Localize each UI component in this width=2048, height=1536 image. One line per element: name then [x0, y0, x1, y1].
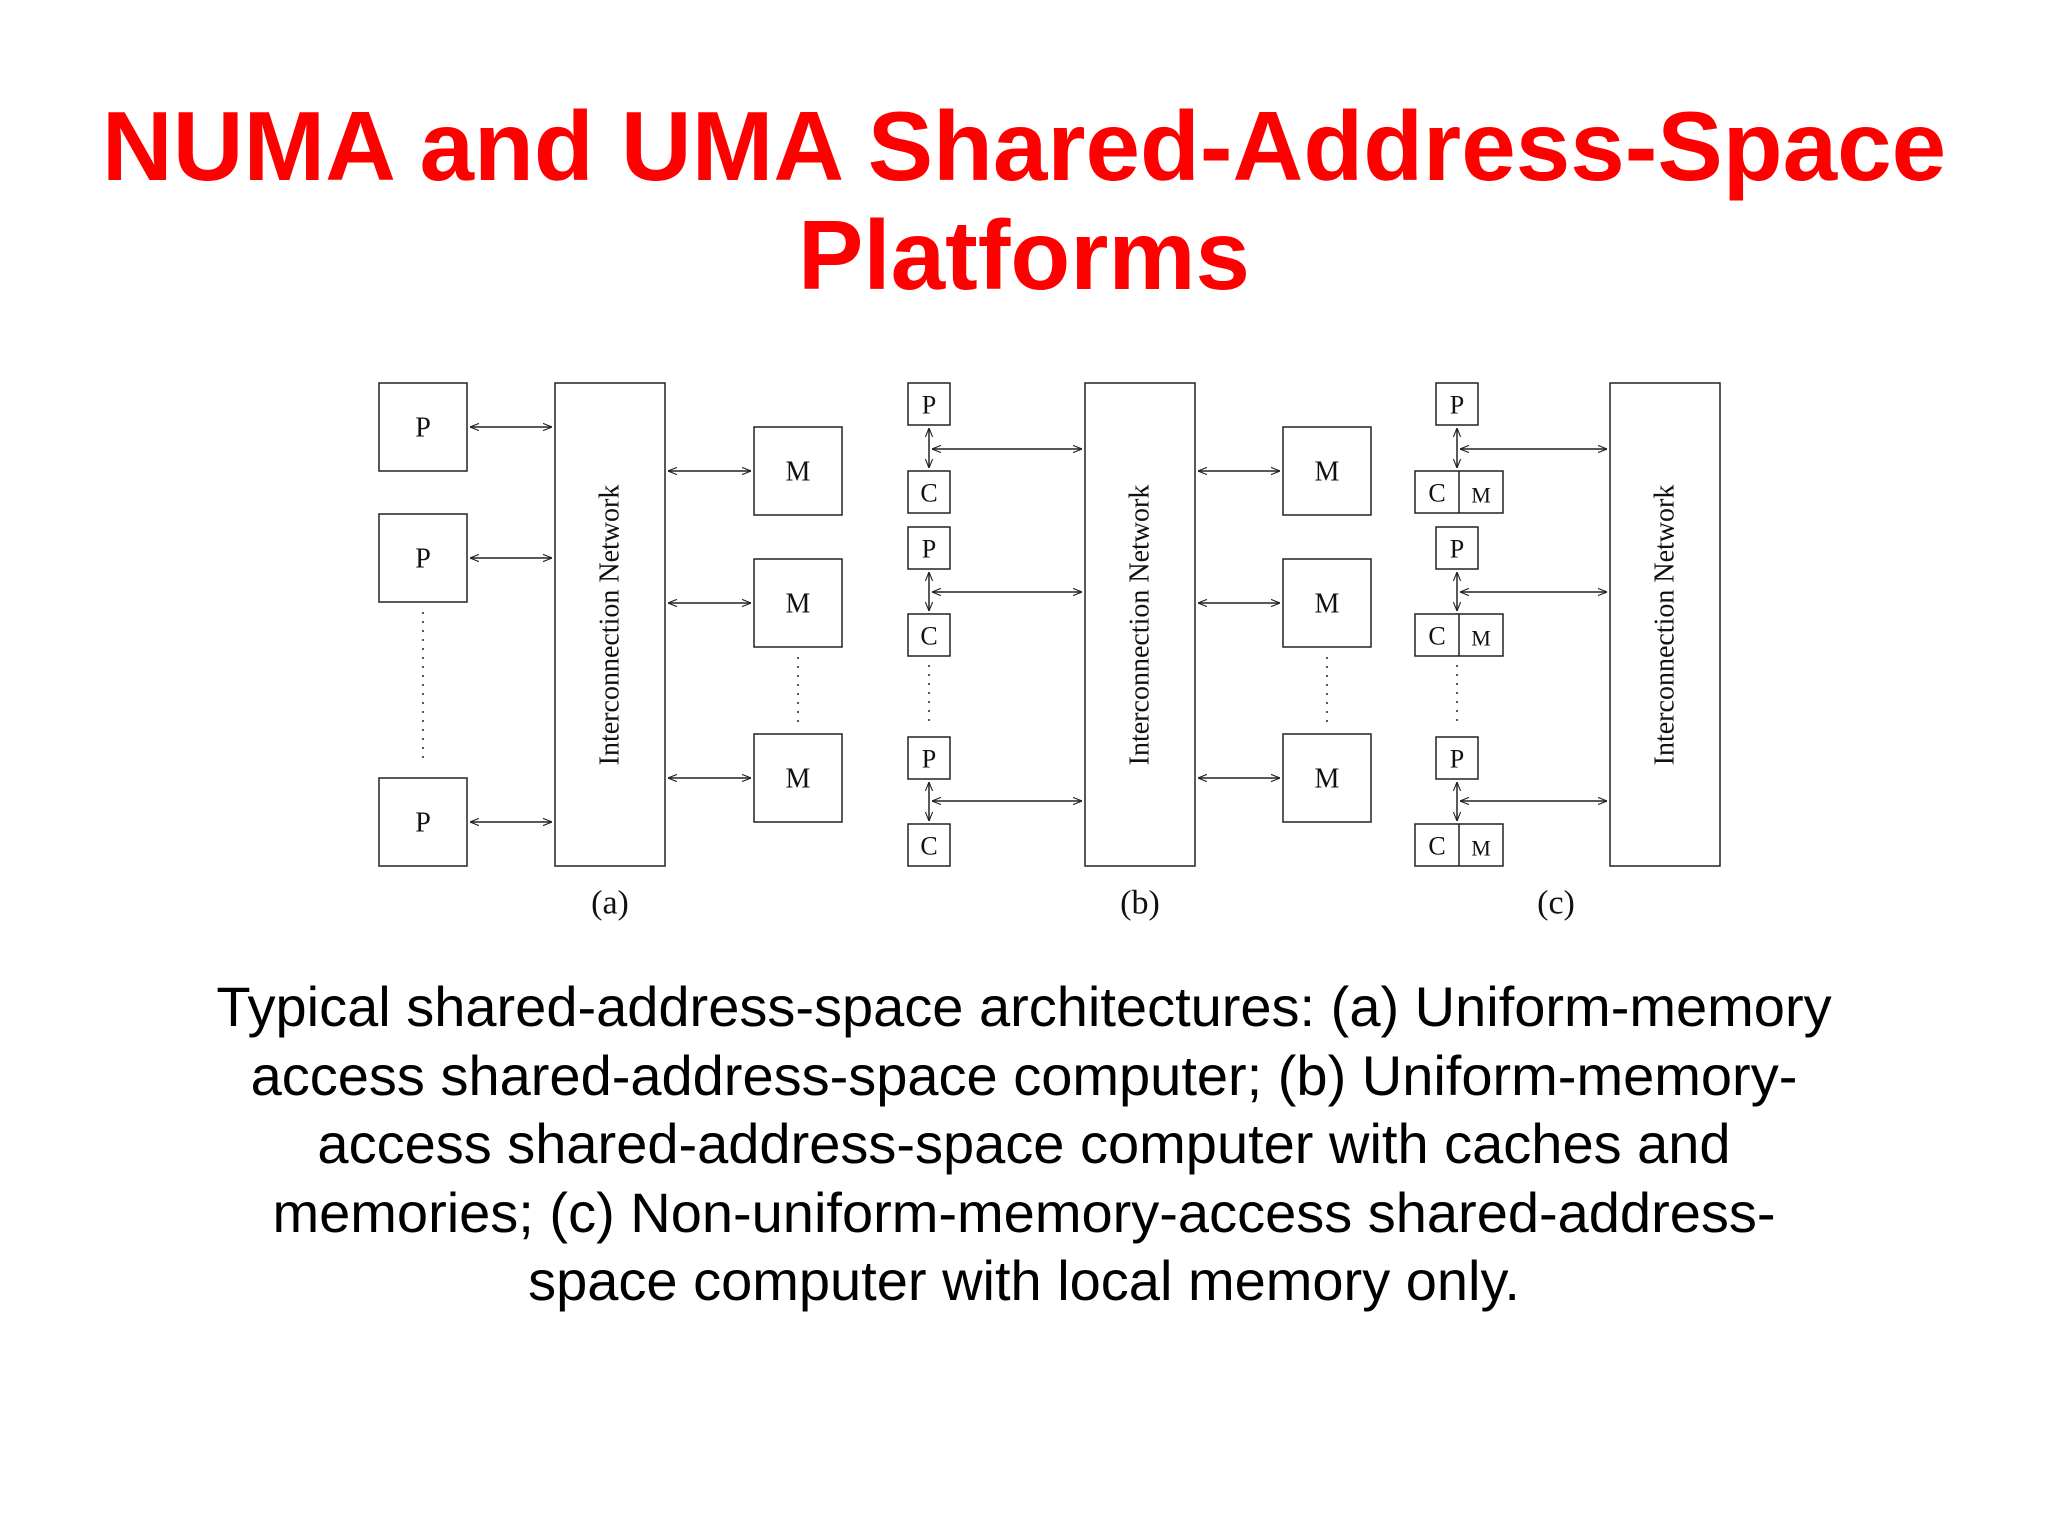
panel-b-label: (b)	[1120, 885, 1160, 922]
panel-b	[907, 382, 1372, 867]
interconnection-network-box	[1084, 382, 1196, 867]
processor-box	[1435, 382, 1479, 426]
processor-label: P	[1450, 745, 1464, 774]
caption-line-2: access shared-address-space computer; (b…	[250, 1043, 1798, 1107]
caption-line-4: memories; (c) Non-uniform-memory-access …	[272, 1180, 1776, 1244]
memory-label: M	[1471, 836, 1491, 861]
processor-box	[907, 736, 951, 780]
cache-label: C	[1428, 479, 1445, 508]
processor-box	[378, 777, 468, 867]
cache-label: C	[920, 479, 937, 508]
memory-box	[753, 733, 843, 823]
title-line-1: NUMA and UMA Shared-Address-Space	[101, 91, 1947, 201]
network-label: Interconnection Network	[595, 485, 626, 766]
processor-label: P	[1450, 535, 1464, 564]
interconnection-network-box	[1609, 382, 1721, 867]
processor-box	[378, 382, 468, 472]
cache-label: C	[1428, 622, 1445, 651]
cache-label: C	[920, 832, 937, 861]
processor-label: P	[415, 544, 431, 575]
processor-label: P	[922, 745, 936, 774]
processor-label: P	[415, 808, 431, 839]
memory-label: M	[1471, 483, 1491, 508]
cache-box	[907, 613, 951, 657]
memory-box	[753, 558, 843, 648]
figure-caption: Typical shared-address-space architectur…	[124, 973, 1924, 1316]
cache-box	[907, 823, 951, 867]
memory-label: M	[1315, 589, 1340, 620]
panel-c-label: (c)	[1537, 885, 1575, 922]
caption-line-1: Typical shared-address-space architectur…	[216, 975, 1832, 1038]
panel-c	[1414, 382, 1721, 867]
memory-label: M	[1471, 626, 1491, 651]
processor-box	[907, 382, 951, 426]
cache-box	[907, 470, 951, 514]
processor-box	[1435, 526, 1479, 570]
processor-label: P	[1450, 391, 1464, 420]
cache-label: C	[1428, 832, 1445, 861]
network-label: Interconnection Network	[1650, 485, 1681, 766]
caption-line-5: space computer with local memory only.	[528, 1249, 1520, 1312]
processor-label: P	[922, 535, 936, 564]
network-label: Interconnection Network	[1125, 485, 1156, 766]
cache-label: C	[920, 622, 937, 651]
processor-label: P	[415, 413, 431, 444]
interconnection-network-box	[554, 382, 666, 867]
processor-box	[907, 526, 951, 570]
panel-a	[378, 382, 843, 867]
caption-line-3: access shared-address-space computer wit…	[317, 1112, 1731, 1175]
memory-label: M	[786, 764, 811, 795]
memory-box	[1282, 558, 1372, 648]
panel-a-label: (a)	[591, 885, 629, 922]
memory-label: M	[786, 457, 811, 488]
memory-label: M	[786, 589, 811, 620]
processor-box	[378, 513, 468, 603]
memory-box	[1282, 733, 1372, 823]
memory-box	[1282, 426, 1372, 516]
memory-box	[753, 426, 843, 516]
title-line-2: Platforms	[797, 200, 1250, 310]
slide-title: NUMA and UMA Shared-Address-Space Platfo…	[0, 92, 2048, 310]
memory-label: M	[1315, 457, 1340, 488]
processor-label: P	[922, 391, 936, 420]
processor-box	[1435, 736, 1479, 780]
memory-label: M	[1315, 764, 1340, 795]
